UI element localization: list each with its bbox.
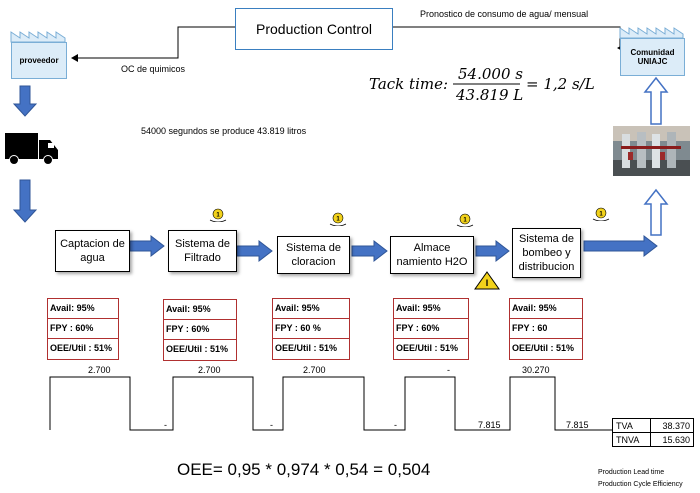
process-name-4: Almace namiento H2O: [396, 242, 468, 268]
avail-1: Avail: 95%: [48, 299, 118, 319]
process-box-1[interactable]: Captacion de agua: [55, 230, 130, 272]
truck-icon: [5, 133, 58, 165]
data-box-3: Avail: 95% FPY : 60 % OEE/Util : 51%: [272, 298, 350, 360]
supplier-label: proveedor: [19, 56, 59, 65]
data-box-1: Avail: 95% FPY : 60% OEE/Util : 51%: [47, 298, 119, 360]
fpy-4: FPY : 60%: [394, 319, 468, 339]
equipment-photo: [613, 126, 690, 176]
timeline-lower-4: 7.815: [478, 420, 501, 430]
customer-roof-icon: [619, 27, 684, 39]
oee-1: OEE/Util : 51%: [50, 343, 113, 353]
oee-formula: OEE= 0,95 * 0,974 * 0,54 = 0,504: [177, 460, 431, 479]
avail-2: Avail: 95%: [164, 300, 236, 320]
timeline-lower-3: -: [394, 420, 397, 430]
process-arrows: [129, 234, 658, 263]
push-arrow-5: [583, 234, 658, 258]
customer-label: Comunidad UNIAJC: [630, 48, 675, 66]
tnva-label: TNVA: [612, 432, 651, 447]
timeline-upper-5: 30.270: [522, 365, 550, 375]
takt-result: = 1,2 s/L: [526, 75, 595, 93]
timeline-upper-3: 2.700: [303, 365, 326, 375]
oee-5: OEE/Util : 51%: [512, 343, 575, 353]
process-box-3[interactable]: Sistema de cloracion: [277, 236, 350, 274]
push-arrow-1: [129, 234, 165, 258]
operator-count-3: 1: [463, 218, 467, 224]
timeline-lower-2: -: [270, 420, 273, 430]
production-note: 54000 segundos se produce 43.819 litros: [141, 126, 307, 136]
process-box-5[interactable]: Sistema de bombeo y distribucion: [512, 228, 581, 278]
operator-badge-icon-4: 1: [592, 207, 610, 221]
production-control-label: Production Control: [256, 21, 372, 37]
fpy-2: FPY : 60%: [164, 320, 236, 340]
inventory-triangle-icon: I: [474, 271, 500, 290]
operator-count-1: 1: [216, 213, 220, 219]
info-line-to-customer: [392, 26, 624, 52]
production-control-box[interactable]: Production Control: [235, 8, 393, 50]
tnva-value: 15.630: [649, 432, 695, 447]
info-line-to-supplier: [71, 26, 235, 62]
takt-denominator: 43.819 L: [456, 86, 524, 104]
process-name-5: Sistema de bombeo y distribucion: [518, 233, 575, 273]
timeline-upper-4: -: [447, 365, 450, 375]
cycle-efficiency-label: Production Cycle Efficiency: [598, 481, 683, 488]
timeline-lower-1: -: [164, 420, 167, 430]
supplier-roof-icon: [10, 31, 66, 43]
operator-badge-icon-2: 1: [329, 212, 347, 226]
oee-4: OEE/Util : 51%: [396, 343, 459, 353]
tva-value: 38.370: [649, 418, 695, 433]
takt-numerator: 54.000 s: [458, 65, 523, 83]
up-arrow-lower: [643, 188, 669, 236]
summary-table: TVA 38.370 TNVA 15.630: [612, 418, 695, 447]
oee-2: OEE/Util : 51%: [166, 344, 229, 354]
avail-5: Avail: 95%: [510, 299, 582, 319]
push-arrow-supplier-down: [12, 85, 38, 117]
timeline-lower-5: 7.815: [566, 420, 589, 430]
operator-count-4: 1: [599, 212, 603, 218]
order-label: OC de quimicos: [121, 64, 186, 74]
data-box-5: Avail: 95% FPY : 60 OEE/Util : 51%: [509, 298, 583, 360]
timeline-upper-1: 2.700: [88, 365, 111, 375]
oee-3: OEE/Util : 51%: [275, 343, 338, 353]
process-name-3: Sistema de cloracion: [285, 242, 342, 268]
avail-3: Avail: 95%: [273, 299, 349, 319]
avail-4: Avail: 95%: [394, 299, 468, 319]
process-box-2[interactable]: Sistema de Filtrado: [168, 230, 237, 272]
process-name-2: Sistema de Filtrado: [174, 238, 231, 264]
process-name-1: Captacion de agua: [60, 238, 125, 264]
push-arrow-truck-down: [12, 179, 38, 223]
fpy-5: FPY : 60: [510, 319, 582, 339]
operator-count-2: 1: [336, 217, 340, 223]
operator-badge-icon-1: 1: [209, 208, 227, 222]
up-arrow-upper: [643, 76, 669, 125]
supplier-factory[interactable]: proveedor: [11, 42, 67, 79]
tva-label: TVA: [612, 418, 651, 433]
process-box-4[interactable]: Almace namiento H2O: [390, 236, 474, 274]
summary-row-tnva: TNVA 15.630: [612, 432, 695, 447]
operator-badge-icon-3: 1: [456, 213, 474, 227]
fpy-3: FPY : 60 %: [273, 319, 349, 339]
data-box-4: Avail: 95% FPY : 60% OEE/Util : 51%: [393, 298, 469, 360]
summary-row-tva: TVA 38.370: [612, 418, 695, 433]
customer-factory[interactable]: Comunidad UNIAJC: [620, 38, 685, 76]
takt-prefix: Tack time:: [369, 75, 449, 93]
push-arrow-3: [351, 239, 388, 263]
fpy-1: FPY : 60%: [48, 319, 118, 339]
svg-text:I: I: [486, 278, 489, 288]
push-arrow-4: [475, 239, 510, 263]
data-box-2: Avail: 95% FPY : 60% OEE/Util : 51%: [163, 299, 237, 361]
timeline-upper-2: 2.700: [198, 365, 221, 375]
forecast-label: Pronostico de consumo de agua/ mensual: [420, 9, 589, 19]
lead-time-label: Production Lead time: [598, 469, 665, 476]
timeline-line: [49, 376, 612, 431]
push-arrow-2: [236, 239, 273, 263]
